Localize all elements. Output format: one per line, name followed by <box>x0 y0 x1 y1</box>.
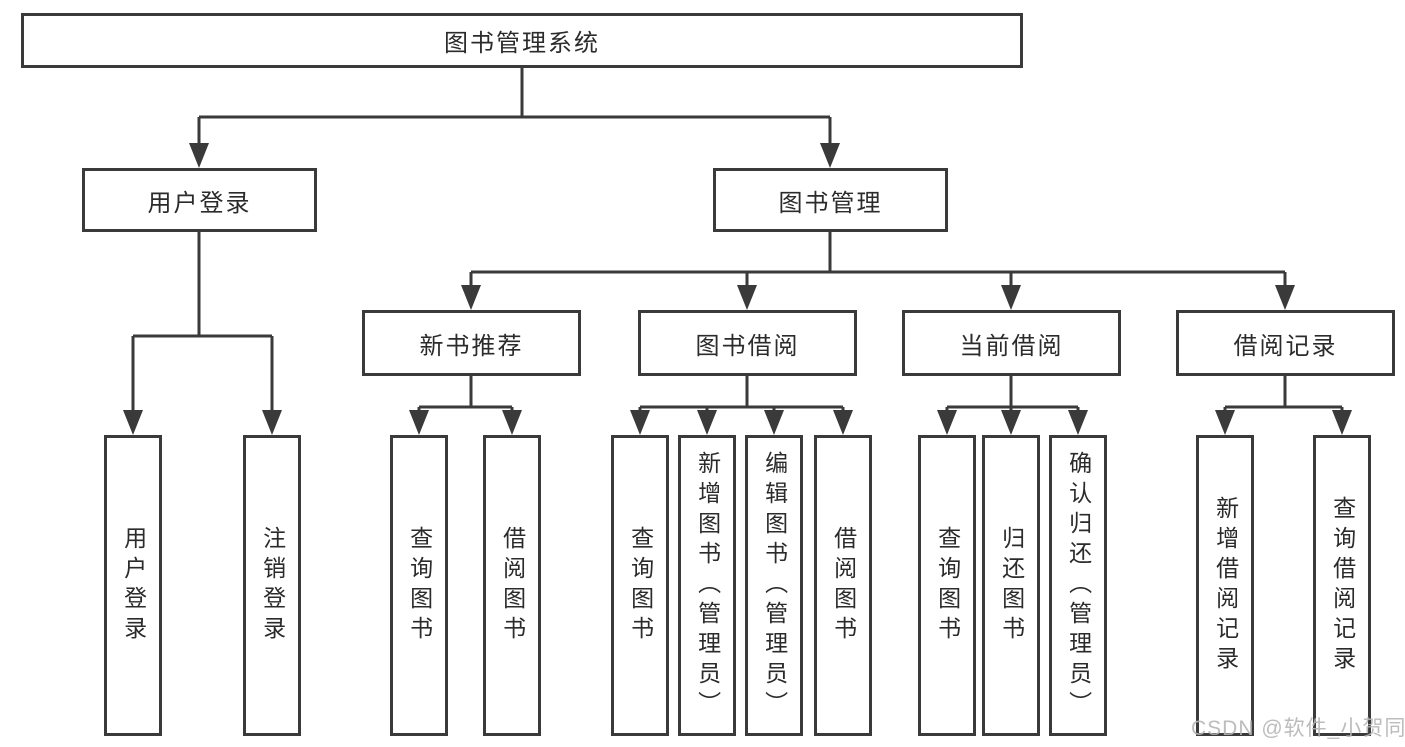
node-borrowing-records-label: 借阅记录 <box>1233 332 1338 360</box>
node-book-borrowing-label: 图书借阅 <box>695 332 800 360</box>
leaf-recommend-borrow-books-label: 借阅图书 <box>499 525 526 646</box>
connector-book-management-to-level3 <box>461 232 1295 310</box>
leaf-borrow-borrow-books-label: 借阅图书 <box>830 525 857 646</box>
leaf-current-return-books-label: 归还图书 <box>998 525 1025 646</box>
leaf-recommend-query-books: 查询图书 <box>390 435 448 736</box>
connector-user-login-children <box>123 232 282 435</box>
leaf-user-login: 用户登录 <box>104 435 162 736</box>
connector-borrow-records-children <box>1215 376 1352 435</box>
leaf-records-query-record: 查询借阅记录 <box>1313 435 1371 736</box>
connector-root-to-level2 <box>189 68 840 168</box>
node-book-borrowing: 图书借阅 <box>638 310 857 376</box>
connector-new-book-children <box>409 376 522 435</box>
node-root-system: 图书管理系统 <box>21 13 1023 68</box>
node-current-borrowing-label: 当前借阅 <box>959 332 1064 360</box>
leaf-recommend-borrow-books: 借阅图书 <box>483 435 541 736</box>
node-current-borrowing: 当前借阅 <box>902 310 1121 376</box>
node-user-login: 用户登录 <box>82 168 317 232</box>
node-root-label: 图书管理系统 <box>444 30 600 57</box>
leaf-logout-label: 注销登录 <box>259 525 286 646</box>
leaf-borrow-query-books: 查询图书 <box>611 435 669 736</box>
node-borrowing-records: 借阅记录 <box>1176 310 1395 376</box>
leaf-user-login-label: 用户登录 <box>120 525 147 646</box>
leaf-current-return-books: 归还图书 <box>982 435 1040 736</box>
node-book-management-label: 图书管理 <box>778 189 883 217</box>
leaf-current-query-books: 查询图书 <box>918 435 976 736</box>
leaf-borrow-add-books-admin-label: 新增图书（管理员） <box>694 450 721 721</box>
node-user-login-label: 用户登录 <box>147 189 252 217</box>
leaf-records-query-record-label: 查询借阅记录 <box>1329 495 1356 676</box>
leaf-borrow-query-books-label: 查询图书 <box>627 525 654 646</box>
node-book-management: 图书管理 <box>713 168 948 232</box>
leaf-borrow-edit-books-admin-label: 编辑图书（管理员） <box>761 450 788 721</box>
leaf-current-confirm-return-admin-label: 确认归还（管理员） <box>1065 450 1092 721</box>
node-new-book-recommendation-label: 新书推荐 <box>419 332 524 360</box>
leaf-borrow-edit-books-admin: 编辑图书（管理员） <box>745 435 803 736</box>
watermark: CSDN @软件_小贺同学 <box>1191 717 1405 740</box>
leaf-current-query-books-label: 查询图书 <box>934 525 961 646</box>
leaf-records-add-record: 新增借阅记录 <box>1196 435 1254 736</box>
leaf-borrow-borrow-books: 借阅图书 <box>814 435 872 736</box>
connector-current-borrow-children <box>937 376 1088 435</box>
leaf-borrow-add-books-admin: 新增图书（管理员） <box>678 435 736 736</box>
leaf-recommend-query-books-label: 查询图书 <box>406 525 433 646</box>
leaf-records-add-record-label: 新增借阅记录 <box>1212 495 1239 676</box>
node-new-book-recommendation: 新书推荐 <box>362 310 581 376</box>
leaf-current-confirm-return-admin: 确认归还（管理员） <box>1049 435 1107 736</box>
connector-book-borrow-children <box>630 376 853 435</box>
leaf-logout: 注销登录 <box>243 435 301 736</box>
